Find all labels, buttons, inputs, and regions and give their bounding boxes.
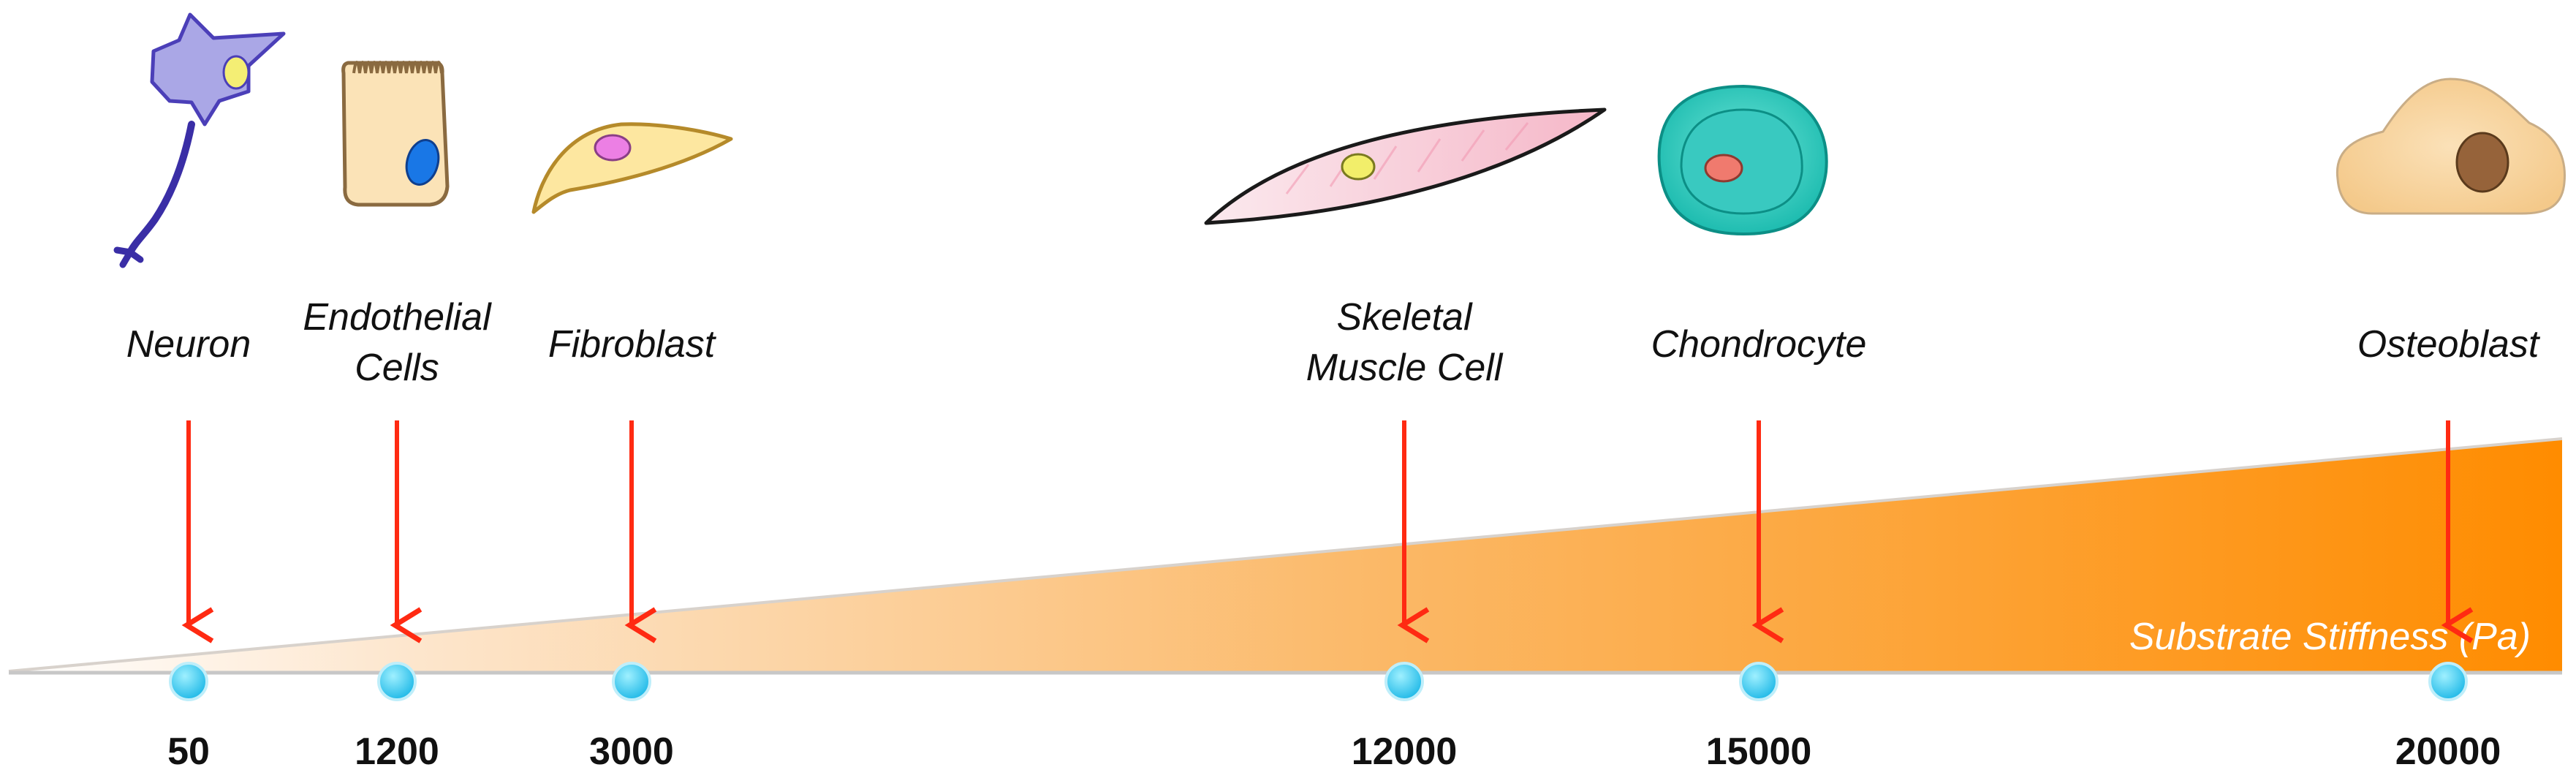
chondrocyte-icon xyxy=(1657,84,1828,236)
fibroblast-icon xyxy=(531,122,733,214)
skeletal-tick-label: 12000 xyxy=(1352,730,1458,773)
osteoblast-marker xyxy=(2428,662,2468,701)
endothelial-label-line-1: Endothelial xyxy=(303,296,492,339)
neuron-label: Neuron xyxy=(126,323,251,366)
endothelial-marker xyxy=(377,662,417,701)
fibroblast-tick-label: 3000 xyxy=(589,730,674,773)
skeletal-label-line-1: Skeletal xyxy=(1337,296,1473,339)
neuron-tick-label: 50 xyxy=(167,730,210,773)
chondrocyte-marker xyxy=(1739,662,1778,701)
neuron-marker xyxy=(169,662,208,701)
fibroblast-marker xyxy=(612,662,651,701)
fibroblast-label: Fibroblast xyxy=(548,323,717,366)
skeletal-marker xyxy=(1384,662,1424,701)
endothelial-cell-icon xyxy=(341,61,450,207)
chondrocyte-label: Chondrocyte xyxy=(1651,323,1867,366)
osteoblast-tick-label: 20000 xyxy=(2395,730,2501,773)
skeletal-label-line-2: Muscle Cell xyxy=(1306,347,1504,389)
neuron-icon xyxy=(113,12,286,268)
skeletal-muscle-cell-icon xyxy=(1204,107,1607,225)
chondrocyte-tick-label: 15000 xyxy=(1706,730,1812,773)
axis-title: Substrate Stiffness (Pa) xyxy=(2129,616,2531,658)
endothelial-tick-label: 1200 xyxy=(355,730,439,773)
osteoblast-icon xyxy=(2336,78,2566,215)
osteoblast-label: Osteoblast xyxy=(2357,323,2541,366)
endothelial-label-line-2: Cells xyxy=(355,347,439,389)
